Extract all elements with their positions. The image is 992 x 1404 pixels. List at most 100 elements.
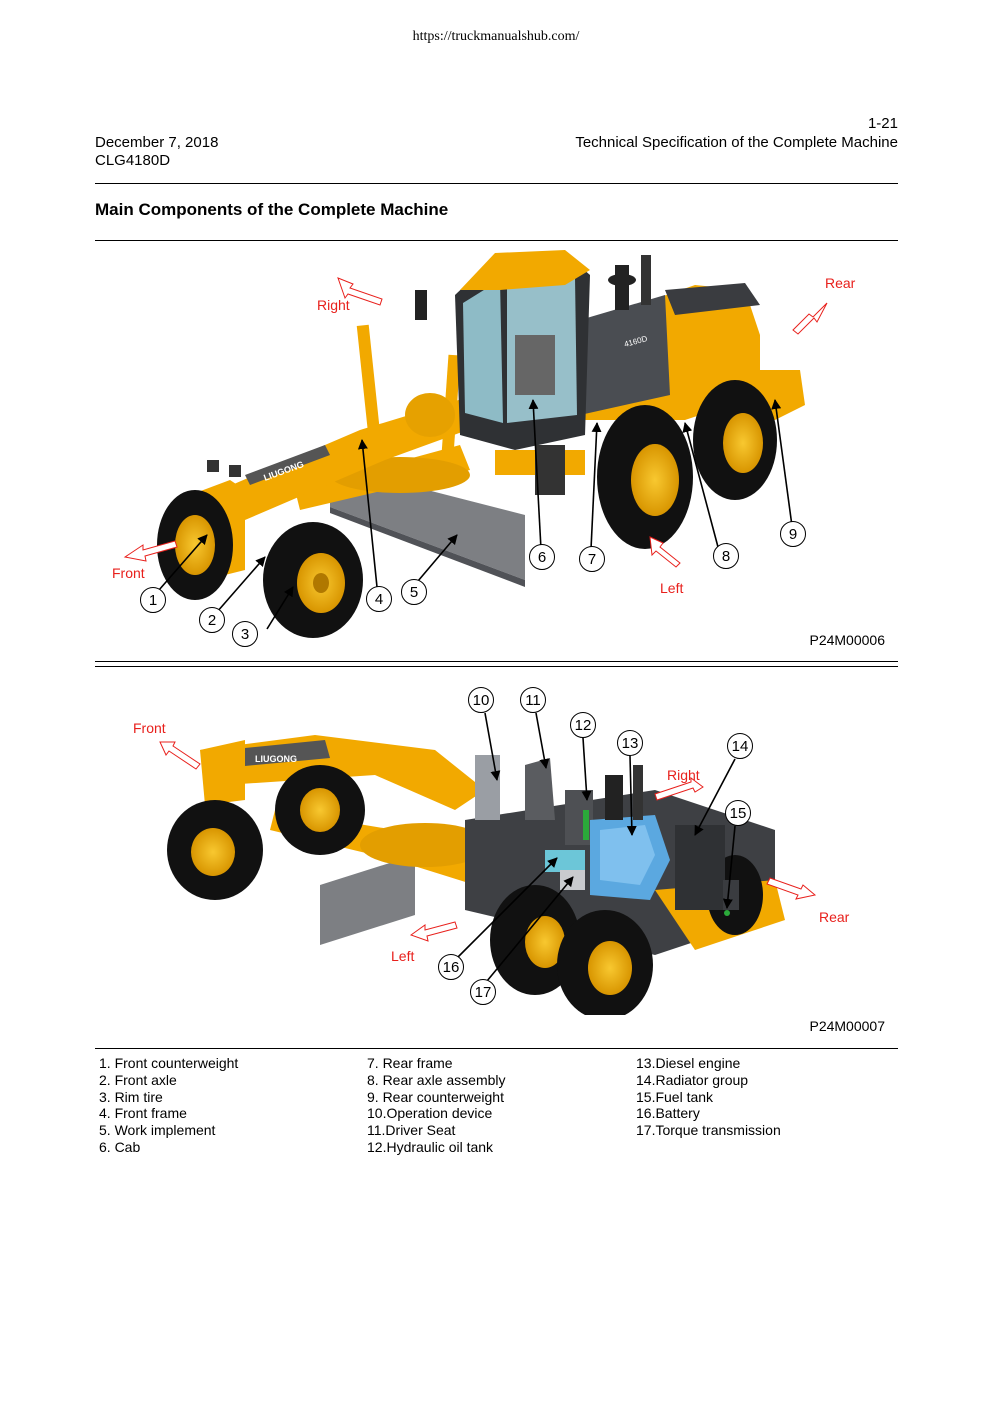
svg-text:Front: Front (133, 720, 166, 736)
blade (320, 855, 415, 945)
svg-text:6: 6 (538, 549, 546, 566)
callout-15: 15 (725, 800, 751, 826)
svg-text:1: 1 (149, 592, 157, 609)
callout-bubbles: 10 11 12 13 14 15 16 17 (438, 687, 753, 1005)
svg-text:Left: Left (660, 580, 683, 596)
callout-14: 14 (727, 733, 753, 759)
legend-item: 17.Torque transmission (636, 1122, 781, 1139)
legend-item: 11.Driver Seat (367, 1122, 456, 1139)
direction-front: Front (133, 720, 201, 770)
figure-1-machine-exterior: LIUGONG 4160D (112, 250, 856, 647)
fuel-tank (723, 880, 739, 910)
legend-column-3: 13.Diesel engine 14.Radiator group 15.Fu… (636, 1055, 781, 1139)
frame-decal-panel (245, 445, 330, 485)
air-intake (641, 255, 651, 305)
fuel-tank-indicator (724, 910, 730, 916)
frame-decal-panel (245, 740, 330, 766)
svg-text:Rear: Rear (819, 909, 850, 925)
svg-text:7: 7 (588, 551, 596, 568)
callout-leaders (456, 712, 736, 982)
driver-seat (515, 335, 555, 395)
callout-3: 3 (232, 621, 258, 647)
direction-left: Left (391, 921, 458, 964)
callout-13: 13 (617, 730, 643, 756)
svg-text:Left: Left (391, 948, 414, 964)
legend-item: 1. Front counterweight (99, 1055, 239, 1071)
diesel-engine (590, 765, 670, 900)
rear-wheel-rear (693, 380, 777, 500)
callout-10: 10 (468, 687, 494, 713)
svg-text:8: 8 (722, 548, 730, 565)
direction-right: Right (317, 277, 383, 313)
blade (330, 465, 525, 587)
legend-item: 2. Front axle (99, 1071, 177, 1088)
figure-separator-top (95, 661, 898, 662)
radiator-group (675, 825, 725, 910)
direction-rear: Rear (792, 275, 856, 335)
callout-12: 12 (570, 712, 596, 738)
rear-wheel-rear (557, 910, 653, 1015)
figure-1-code: P24M00006 (809, 632, 885, 648)
tank-sight-gauge (583, 810, 589, 840)
legend-item: 5. Work implement (99, 1122, 216, 1139)
source-url[interactable]: https://truckmanualshub.com/ (412, 29, 580, 44)
cab-roof (460, 250, 590, 290)
air-filter (605, 775, 623, 820)
legend-column-2: 7. Rear frame 8. Rear axle assembly 9. R… (367, 1055, 506, 1156)
callout-bubbles: 1 2 3 4 5 6 7 8 9 (140, 521, 806, 647)
figure-separator-bottom (95, 666, 898, 667)
callout-7: 7 (579, 546, 605, 572)
svg-text:10: 10 (473, 692, 490, 709)
driver-seat (525, 758, 555, 820)
front-counterweight (200, 740, 245, 805)
mirror-left (415, 290, 427, 320)
exhaust-stack (633, 765, 643, 820)
svg-text:Rear: Rear (825, 275, 856, 291)
callout-leaders (158, 399, 793, 630)
svg-text:2: 2 (208, 612, 216, 629)
callout-17: 17 (470, 979, 496, 1005)
callout-6: 6 (529, 544, 555, 570)
svg-text:13: 13 (622, 735, 639, 752)
legend-rule (95, 1048, 898, 1049)
svg-text:17: 17 (475, 984, 492, 1001)
callout-11: 11 (520, 687, 546, 713)
battery (545, 850, 585, 872)
callout-1: 1 (140, 587, 166, 613)
section-title: Technical Specification of the Complete … (575, 134, 898, 151)
rear-wheel-front (597, 405, 693, 549)
callout-4: 4 (366, 586, 392, 612)
svg-text:3: 3 (241, 626, 249, 643)
callout-2: 2 (199, 607, 225, 633)
svg-text:9: 9 (789, 526, 797, 543)
svg-text:15: 15 (730, 805, 747, 822)
callout-9: 9 (780, 521, 806, 547)
title-rule (95, 240, 898, 241)
saddle (405, 393, 455, 437)
callout-5: 5 (401, 579, 427, 605)
model-code: CLG4180D (95, 152, 171, 169)
direction-right: Right (654, 767, 704, 801)
legend-item: 3. Rim tire (99, 1088, 163, 1105)
legend-column-1: 1. Front counterweight 2. Front axle 3. … (99, 1055, 238, 1156)
callout-8: 8 (713, 543, 739, 569)
legend-item: 15.Fuel tank (636, 1088, 714, 1105)
front-wheel-right (275, 765, 365, 855)
header-rule (95, 183, 898, 184)
legend-item: 7. Rear frame (367, 1055, 453, 1071)
brand-logo: LIUGONG (255, 754, 297, 764)
figure-2-machine-internal: LIUGONG Front (133, 687, 850, 1015)
cab-steps (535, 445, 565, 495)
legend-item: 8. Rear axle assembly (367, 1071, 506, 1088)
operation-device (475, 755, 500, 820)
lift-cylinder-left (356, 324, 382, 446)
page-title: Main Components of the Complete Machine (95, 200, 449, 219)
legend-item: 13.Diesel engine (636, 1055, 741, 1071)
direction-front: Front (112, 540, 178, 581)
rear-frame-and-hood: 4160D (580, 255, 805, 420)
exhaust-stack (615, 265, 629, 310)
direction-rear: Rear (766, 877, 850, 925)
figure-2-code: P24M00007 (809, 1018, 885, 1034)
svg-text:5: 5 (410, 584, 418, 601)
svg-text:11: 11 (525, 692, 541, 709)
